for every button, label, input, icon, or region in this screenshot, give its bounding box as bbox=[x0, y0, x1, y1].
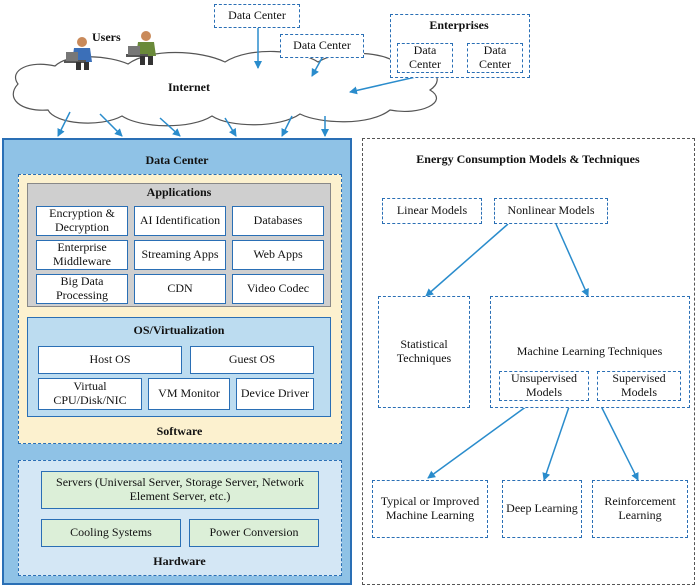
virtual-cpu-disk-nic: Virtual CPU/Disk/NIC bbox=[38, 378, 142, 410]
linear-models: Linear Models bbox=[382, 198, 482, 224]
app-video-codec: Video Codec bbox=[232, 274, 324, 304]
user-at-laptop-icon bbox=[64, 37, 92, 70]
arrow-nonlinear-ml bbox=[555, 223, 589, 297]
arrow-nonlinear-statistical bbox=[425, 223, 509, 297]
arrow-cloud-dc-2 bbox=[99, 113, 123, 137]
unsupervised-models: Unsupervised Models bbox=[499, 371, 589, 401]
enterprise-data-center-1: Data Center bbox=[397, 43, 453, 73]
nonlinear-models: Nonlinear Models bbox=[494, 198, 608, 224]
machine-learning-title: Machine Learning Techniques bbox=[516, 344, 663, 358]
app-big-data: Big Data Processing bbox=[36, 274, 128, 304]
host-os: Host OS bbox=[38, 346, 182, 374]
applications-title: Applications bbox=[146, 185, 212, 199]
arrow-cloud-dc-3 bbox=[159, 117, 181, 137]
data-center-panel: Data Center Applications Encryption & De… bbox=[2, 138, 352, 585]
guest-os: Guest OS bbox=[190, 346, 314, 374]
cooling-systems: Cooling Systems bbox=[41, 519, 181, 547]
arrow-ml-typical bbox=[427, 397, 539, 479]
app-databases: Databases bbox=[232, 206, 324, 236]
arrow-enterprises bbox=[349, 75, 421, 95]
deep-learning: Deep Learning bbox=[502, 480, 582, 538]
energy-models-title: Energy Consumption Models & Techniques bbox=[416, 152, 640, 166]
user-at-laptop-icon bbox=[126, 31, 156, 65]
enterprises-title: Enterprises bbox=[429, 18, 489, 32]
internet-label: Internet bbox=[168, 80, 210, 94]
vm-monitor: VM Monitor bbox=[148, 378, 230, 410]
os-virtualization-section: OS/Virtualization Host OS Guest OS Virtu… bbox=[27, 317, 331, 417]
energy-models-panel: Energy Consumption Models & Techniques bbox=[362, 138, 695, 585]
app-encryption: Encryption & Decryption bbox=[36, 206, 128, 236]
app-enterprise-middleware: Enterprise Middleware bbox=[36, 240, 128, 270]
internet-cloud bbox=[12, 50, 438, 127]
enterprises-box: Enterprises Data Center Data Center bbox=[390, 14, 530, 78]
users-label: Users bbox=[92, 30, 121, 44]
reinforcement-learning: Reinforcement Learning bbox=[592, 480, 688, 538]
arrow-cloud-dc-4 bbox=[224, 117, 237, 137]
hardware-label: Hardware bbox=[153, 554, 206, 568]
arrow-cloud-dc-5 bbox=[281, 115, 293, 137]
arrow-cloud-dc-1 bbox=[57, 111, 71, 137]
device-driver: Device Driver bbox=[236, 378, 314, 410]
machine-learning-techniques: Machine Learning Techniques Unsupervised… bbox=[490, 296, 690, 408]
enterprise-data-center-2: Data Center bbox=[467, 43, 523, 73]
servers-box: Servers (Universal Server, Storage Serve… bbox=[41, 471, 319, 509]
app-web-apps: Web Apps bbox=[232, 240, 324, 270]
statistical-techniques: Statistical Techniques bbox=[378, 296, 470, 408]
app-cdn: CDN bbox=[134, 274, 226, 304]
software-section: Applications Encryption & Decryption AI … bbox=[18, 174, 342, 444]
arrow-remote-dc-2 bbox=[311, 57, 323, 77]
data-center-title: Data Center bbox=[145, 153, 209, 167]
arrow-ml-deep bbox=[542, 403, 571, 481]
power-conversion: Power Conversion bbox=[189, 519, 319, 547]
os-virtualization-title: OS/Virtualization bbox=[133, 323, 225, 337]
arrow-ml-reinforcement bbox=[599, 403, 639, 481]
app-streaming: Streaming Apps bbox=[134, 240, 226, 270]
applications-section: Applications Encryption & Decryption AI … bbox=[27, 183, 331, 307]
software-label: Software bbox=[156, 424, 203, 438]
supervised-models: Supervised Models bbox=[597, 371, 681, 401]
remote-data-center-1: Data Center bbox=[214, 4, 300, 28]
hardware-section: Servers (Universal Server, Storage Serve… bbox=[18, 460, 342, 576]
app-ai-identification: AI Identification bbox=[134, 206, 226, 236]
remote-data-center-2: Data Center bbox=[280, 34, 364, 58]
typical-improved-ml: Typical or Improved Machine Learning bbox=[372, 480, 488, 538]
